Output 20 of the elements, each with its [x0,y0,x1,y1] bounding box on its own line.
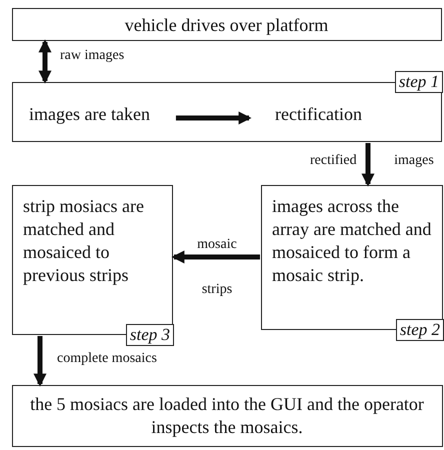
arrow [171,250,260,264]
box-text: vehicle drives over platform [124,14,330,37]
arrow [362,143,374,187]
arrow [38,39,52,84]
step-label: step 3 [126,324,174,346]
edge-label: raw images [60,47,124,64]
edge-label: rectified images [310,152,434,169]
edge-label: mosaic strips [196,236,238,299]
box-text: strip mosiacs are matched and mosaiced to previous strips [23,195,145,287]
step-label: step 1 [394,71,443,93]
process-box [12,8,442,41]
step-text: images are taken [29,104,150,125]
arrow [176,112,252,124]
step-text: rectification [275,104,362,125]
box-text: the 5 mosiacs are loaded into the GUI and the operator inspects the mosaics. [29,393,425,439]
box-text: images across the array are matched and mosaiced to form a mosaic strip. [272,195,432,287]
edge-label: complete mosaics [57,350,157,367]
arrow [34,336,46,387]
step-label: step 2 [396,319,444,341]
process-box [12,385,443,447]
